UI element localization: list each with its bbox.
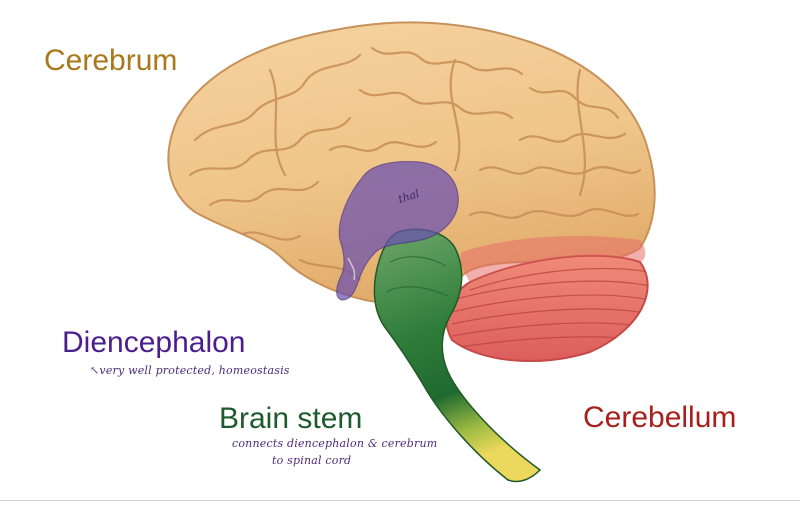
brain-stem-label: Brain stem <box>219 402 363 435</box>
cerebellum-label: Cerebellum <box>583 401 737 434</box>
cerebrum-label: Cerebrum <box>44 44 178 77</box>
brain-stem-handwritten-note-line1: connects diencephalon & cerebrum <box>232 437 438 450</box>
brain-stem-handwritten-note-line2: to spinal cord <box>272 454 352 467</box>
diencephalon-region <box>336 160 459 301</box>
brain-stem-region <box>373 228 542 483</box>
bottom-divider <box>0 500 800 501</box>
diencephalon-label: Diencephalon <box>62 326 246 359</box>
cerebellum-region <box>445 236 649 363</box>
diencephalon-handwritten-note: ↖very well protected, homeostasis <box>90 364 290 377</box>
